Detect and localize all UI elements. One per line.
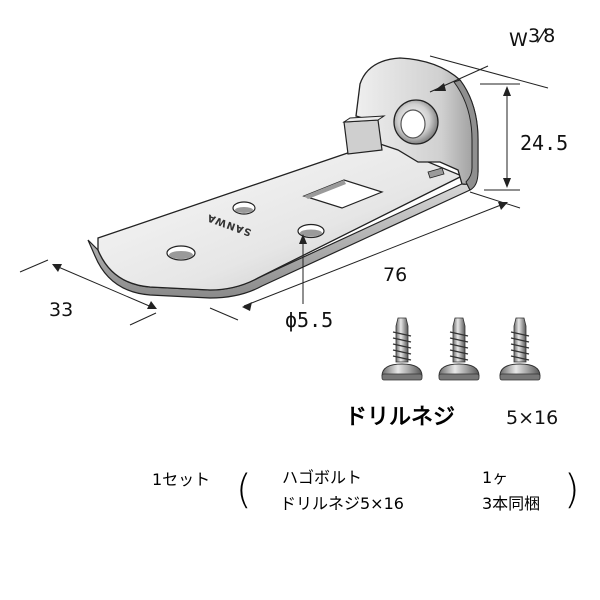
set-open-paren: ( [236, 467, 252, 513]
bracket-tab [343, 119, 383, 155]
set-prefix: 1セット [152, 470, 210, 489]
upright-edge [453, 79, 479, 191]
dim-length: 76 [383, 264, 407, 286]
square-hole [302, 179, 384, 209]
dimension-arrowheads [52, 83, 511, 311]
dim-depth: 33 [49, 299, 73, 321]
dim-width-fraction: 3⁄8 [528, 25, 555, 47]
set-close-paren: ) [564, 467, 580, 513]
bracket: SANWA [87, 57, 479, 299]
screw-2 [438, 317, 480, 381]
screw-1 [381, 317, 423, 381]
set-item-2-qty: 3本同梱 [482, 494, 540, 513]
screw-size: 5×16 [506, 407, 558, 429]
dim-width-label: W [509, 29, 528, 51]
dim-hole: ϕ5.5 [285, 308, 333, 332]
set-item-1-name: ハゴボルト [282, 468, 362, 487]
set-item-2-name: ドリルネジ5×16 [280, 494, 404, 513]
screw-3 [499, 317, 541, 381]
set-item-1-qty: 1ヶ [482, 468, 508, 487]
screw-name: ドリルネジ [345, 405, 455, 430]
pivot-hole [400, 109, 426, 139]
dim-height: 24.5 [520, 131, 568, 155]
